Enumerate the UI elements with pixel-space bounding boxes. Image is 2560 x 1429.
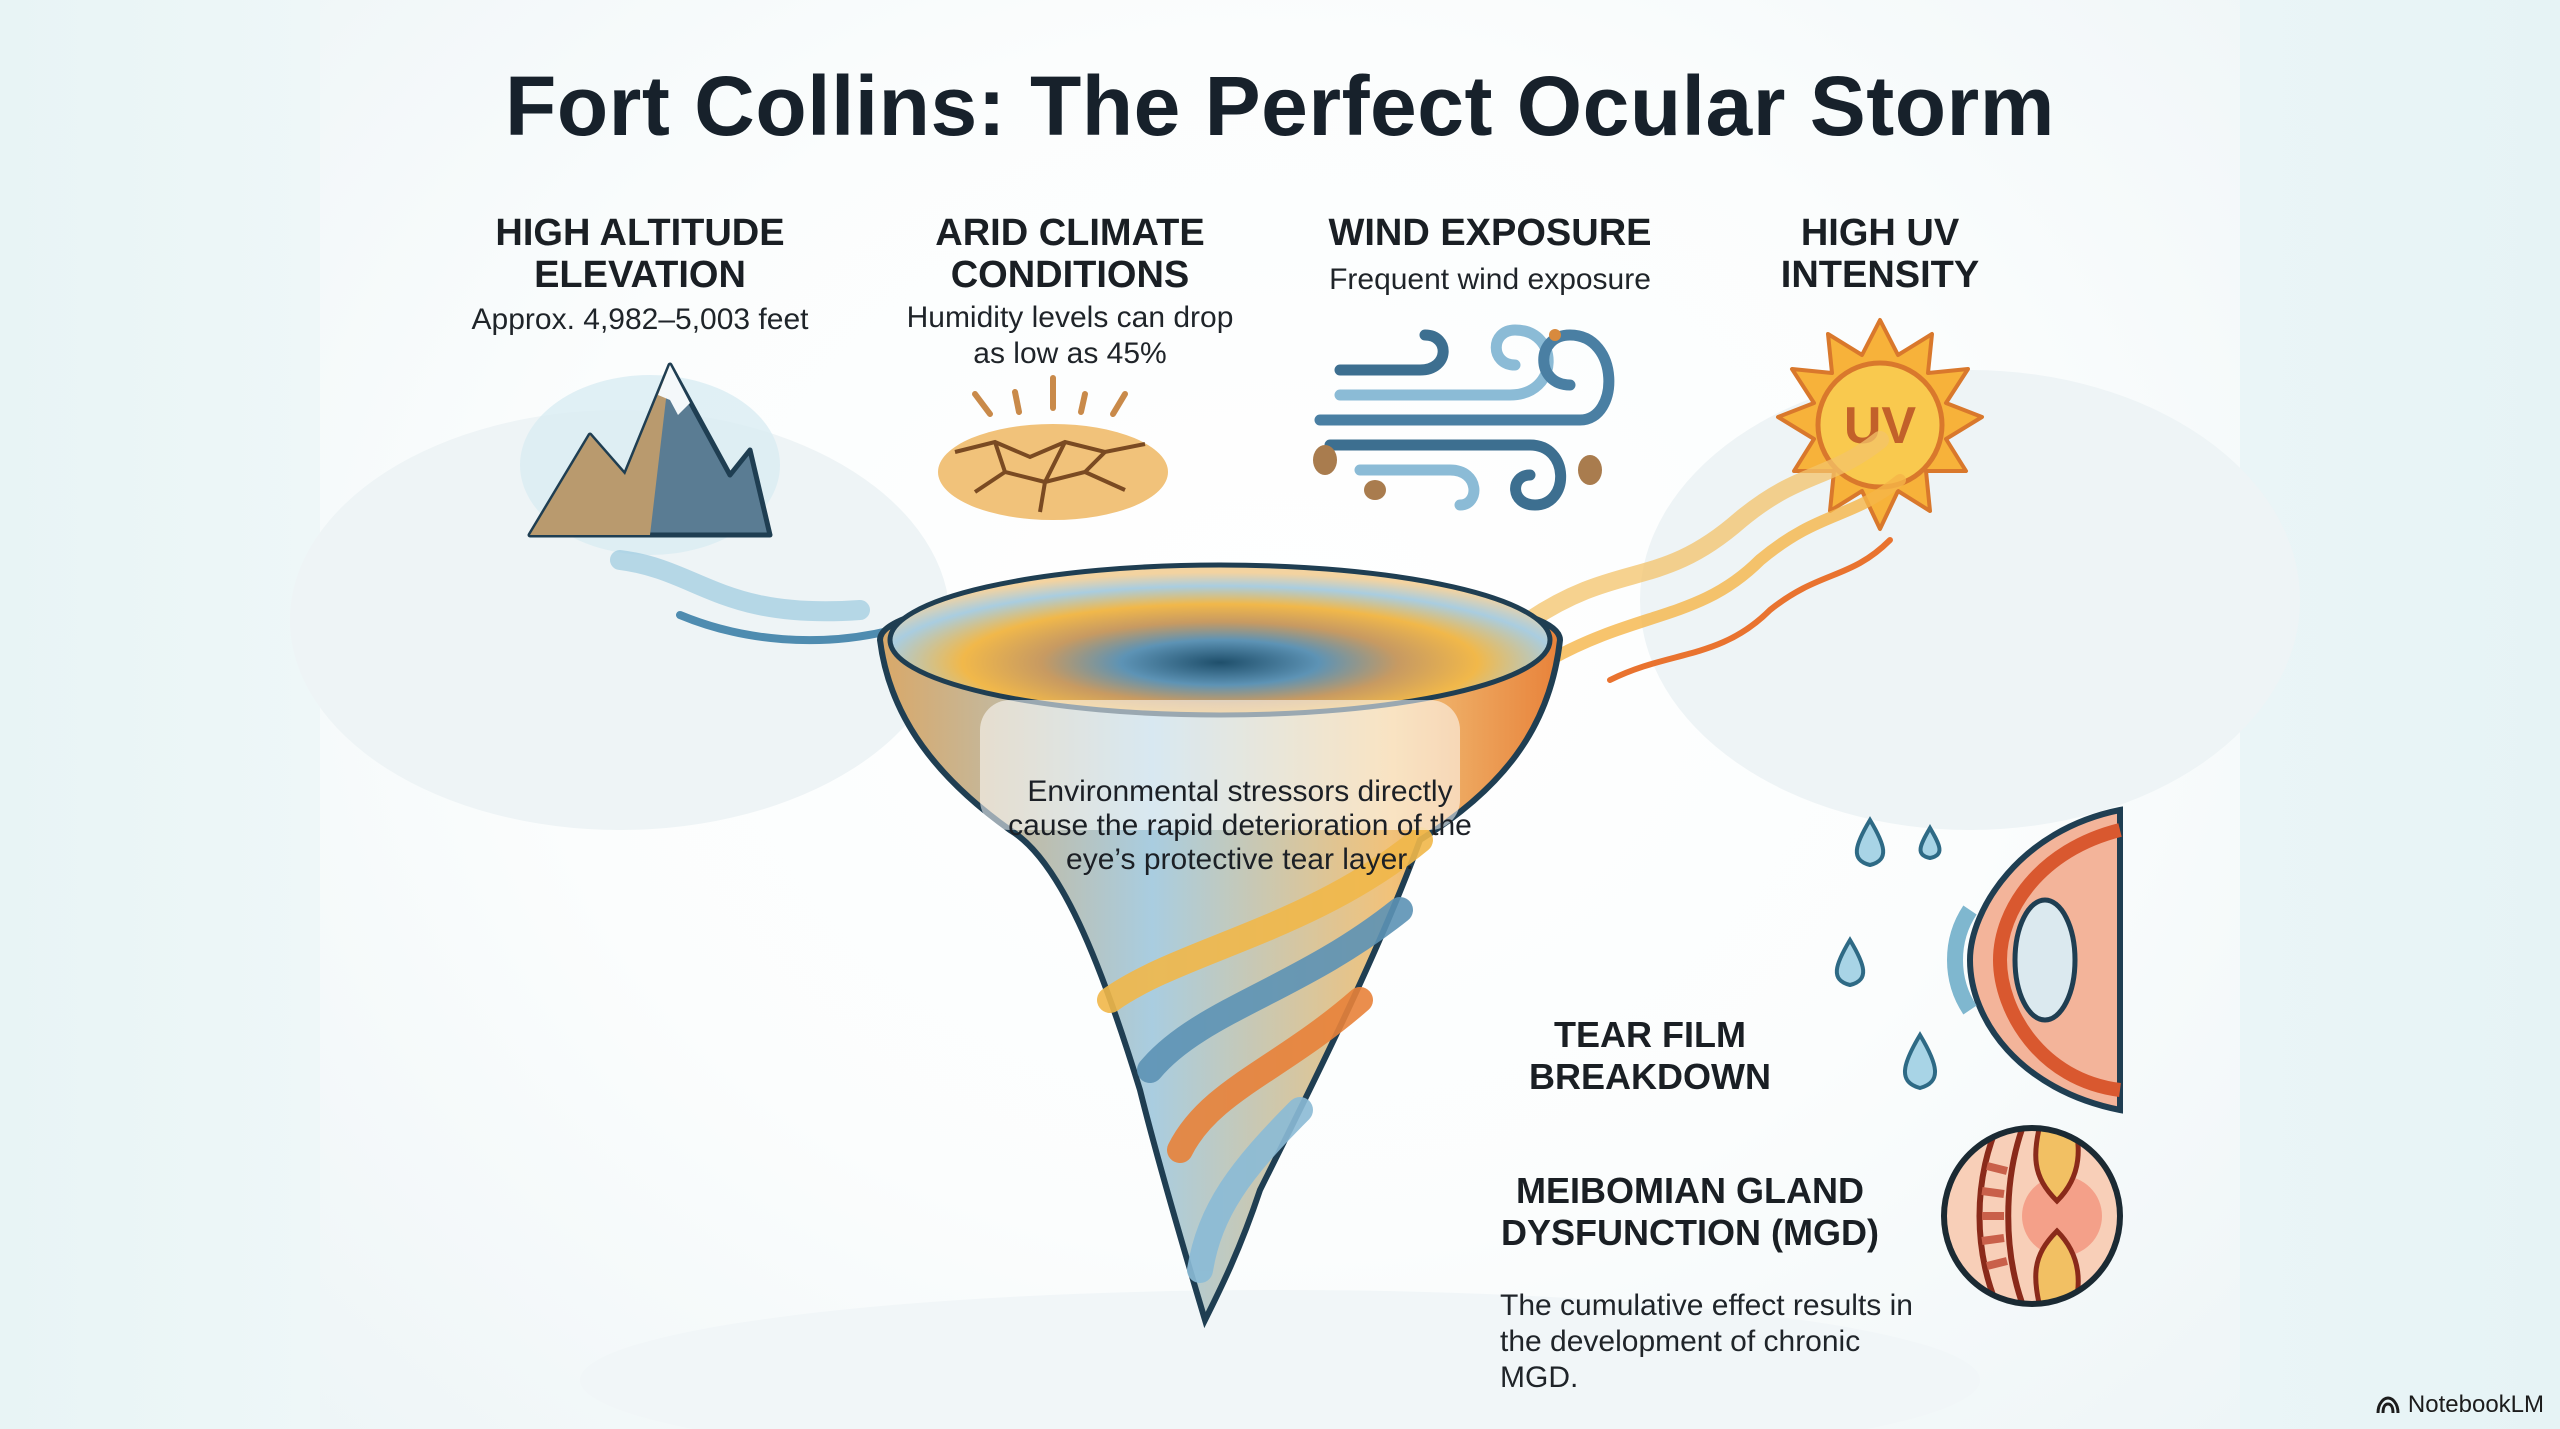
notebooklm-brand: NotebookLM xyxy=(2376,1391,2544,1419)
outcome-tear-film-heading: TEAR FILM BREAKDOWN xyxy=(1500,1014,1800,1098)
notebooklm-logo-icon xyxy=(2376,1396,2400,1414)
heading-line: HIGH ALTITUDE xyxy=(495,212,785,254)
heading-line: ELEVATION xyxy=(534,254,746,296)
factor-wind-detail: Frequent wind exposure xyxy=(1329,263,1651,296)
factor-altitude-detail: Approx. 4,982–5,003 feet xyxy=(471,303,809,336)
sun-uv-icon: UV xyxy=(1776,318,1984,531)
mountain-icon xyxy=(520,362,780,555)
altitude-wind-stream xyxy=(610,550,904,645)
caption-line: Environmental stressors directly xyxy=(1027,775,1453,808)
detail-line: as low as 45% xyxy=(973,337,1167,370)
heading-line: TEAR FILM xyxy=(1554,1014,1746,1055)
detail-line: the development of chronic MGD. xyxy=(1500,1325,1861,1394)
factor-altitude-heading: HIGH ALTITUDE ELEVATION xyxy=(420,212,860,296)
detail-line: Humidity levels can drop xyxy=(906,301,1234,334)
factor-uv-heading: HIGH UV INTENSITY xyxy=(1720,212,2040,296)
factor-arid-heading: ARID CLIMATE CONDITIONS xyxy=(860,212,1280,296)
heading-line: INTENSITY xyxy=(1780,254,1980,296)
factor-arid-detail: Humidity levels can drop as low as 45% xyxy=(860,300,1280,372)
brand-label: NotebookLM xyxy=(2407,1391,2544,1418)
factor-wind-heading: WIND EXPOSURE xyxy=(1328,212,1652,254)
heading-line: ARID CLIMATE xyxy=(935,212,1205,254)
outcome-mgd-heading: MEIBOMIAN GLAND DYSFUNCTION (MGD) xyxy=(1480,1170,1900,1254)
detail-line: The cumulative effect results in xyxy=(1500,1289,1913,1322)
uv-rays-stream xyxy=(1521,431,1906,683)
gland-inflammation-icon xyxy=(1941,1125,2123,1307)
caption-line: cause the rapid deterioration of the xyxy=(1008,809,1472,842)
heading-line: BREAKDOWN xyxy=(1529,1056,1771,1097)
wind-icon xyxy=(1313,324,1615,511)
caption-line: eye’s protective tear layer. xyxy=(1066,843,1414,876)
page-title: Fort Collins: The Perfect Ocular Storm xyxy=(505,59,2055,153)
infographic-slide: Fort Collins: The Perfect Ocular Storm H… xyxy=(290,0,2300,1429)
funnel-caption: Environmental stressors directly cause t… xyxy=(980,775,1500,877)
tornado-funnel-illustration xyxy=(876,562,1564,1329)
heading-line: CONDITIONS xyxy=(950,254,1190,296)
eye-cross-section-icon xyxy=(1834,806,2123,1114)
heading-line: DYSFUNCTION (MGD) xyxy=(1501,1212,1879,1253)
outcome-mgd-detail: The cumulative effect results in the dev… xyxy=(1500,1288,1920,1396)
heading-line: MEIBOMIAN GLAND xyxy=(1516,1170,1864,1211)
cracked-earth-icon xyxy=(938,375,1168,520)
heading-line: HIGH UV xyxy=(1800,212,1960,254)
